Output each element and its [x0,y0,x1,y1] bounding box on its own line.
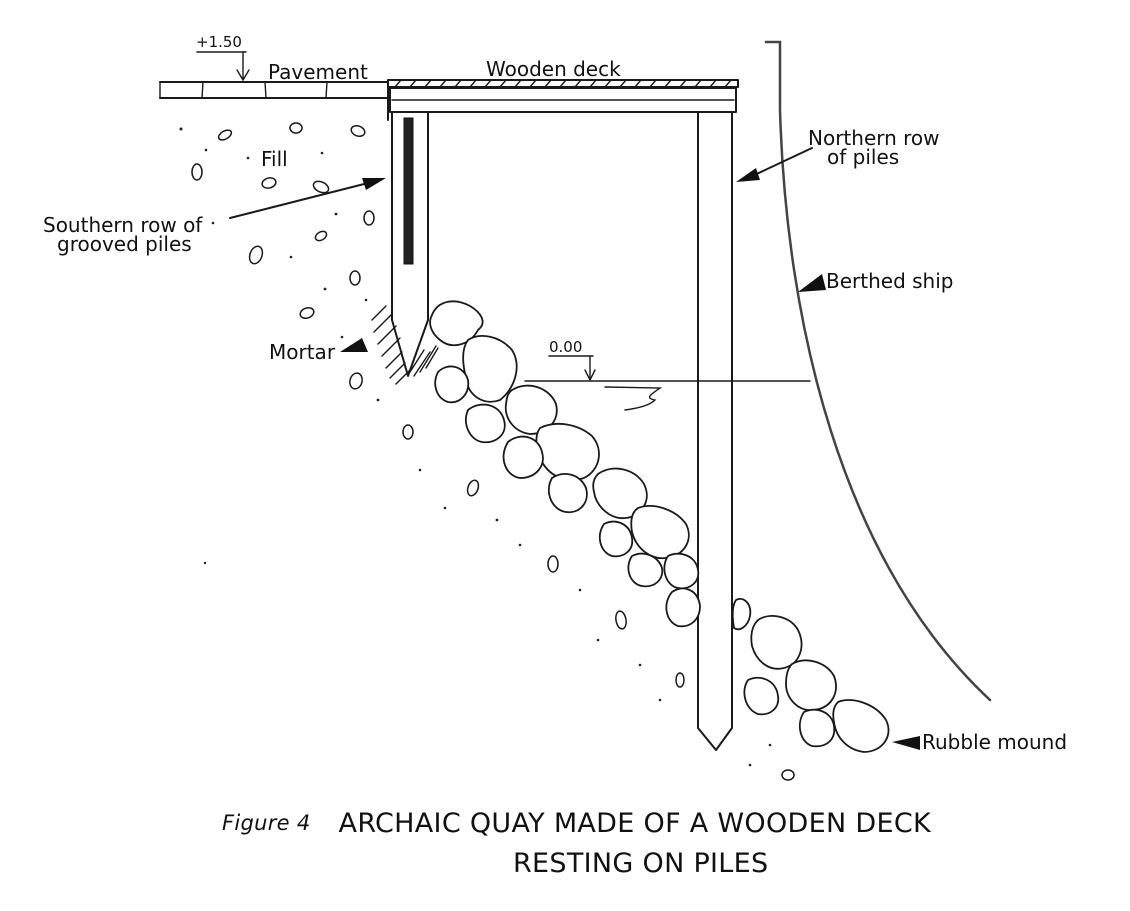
wooden-deck [387,79,739,113]
figure-title-line1: ARCHAIC QUAY MADE OF A WOODEN DECK [338,808,931,839]
berthed-ship-pointer [798,274,826,292]
mortar-pointer [340,338,368,352]
figure-number: Figure 4 [222,811,311,835]
southern-row-label-line2: grooved piles [57,232,192,256]
elevation-marker-top [196,51,250,82]
wooden-deck-label: Wooden deck [486,57,621,81]
leader-arrows [229,147,920,750]
water-level [524,355,811,411]
elevation-top-label: +1.50 [196,33,242,51]
rubble-mound-label: Rubble mound [922,730,1067,754]
northern-row-label-line2: of piles [827,145,899,169]
berthed-ship-hull [764,40,992,702]
pavement [159,81,389,121]
southern-grooved-pile [391,111,429,377]
rubble-mound-pointer [892,736,920,750]
northern-row-label-line1: Northern row [808,126,940,150]
berthed-ship-label: Berthed ship [826,269,953,293]
elevation-water-label: 0.00 [549,338,582,356]
northern-row-arrowhead [736,168,760,182]
southern-row-arrowhead [362,178,386,190]
figure-title-line2: RESTING ON PILES [513,848,769,879]
pavement-label: Pavement [268,60,368,84]
caption-line-1: Figure 4 ARCHAIC QUAY MADE OF A WOODEN DE… [222,808,931,839]
quay-cross-section-drawing: +1.50 Pavement Wooden deck Fill Southern… [43,33,1067,781]
mortar-hatching [371,305,439,385]
fill-pebbles [179,122,795,781]
rubble-mound-stones [429,300,890,753]
mortar-label: Mortar [269,340,336,364]
northern-pile [697,111,733,751]
fill-label: Fill [261,147,288,171]
southern-row-label-line1: Southern row of [43,213,203,237]
